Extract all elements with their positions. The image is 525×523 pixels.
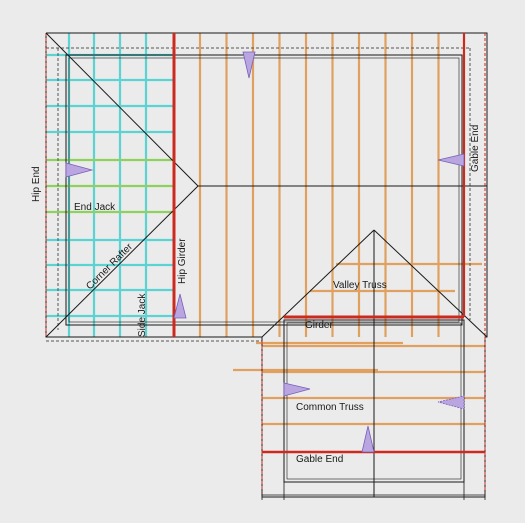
arrow-left-icon — [437, 153, 465, 167]
end-jacks — [46, 158, 174, 214]
label-common-truss: Common Truss — [296, 402, 364, 413]
dimension-lines — [261, 480, 486, 500]
label-hip-girder: Hip Girder — [177, 238, 188, 284]
common-trusses-main — [198, 33, 440, 337]
label-gable-end-right: Gable End — [470, 125, 481, 172]
label-side-jack: Side Jack — [137, 293, 148, 337]
valley-right — [373, 229, 488, 338]
arrow-right-icon — [65, 162, 94, 178]
direction-arrows — [65, 51, 465, 453]
inner-wall-main-2 — [68, 57, 460, 323]
arrow-up-icon — [173, 293, 187, 319]
label-girder: Girder — [305, 320, 333, 331]
label-end-jack: End Jack — [74, 202, 116, 213]
label-gable-end-bottom: Gable End — [296, 454, 343, 465]
valley-left — [261, 229, 375, 338]
label-valley-truss: Valley Truss — [333, 280, 387, 291]
arrow-up-icon — [361, 425, 375, 453]
arrow-left-icon — [437, 395, 465, 410]
inner-wall-main — [65, 54, 463, 326]
label-hip-end: Hip End — [31, 166, 42, 202]
arrow-down-icon — [242, 51, 256, 79]
arrow-right-icon — [283, 382, 311, 397]
